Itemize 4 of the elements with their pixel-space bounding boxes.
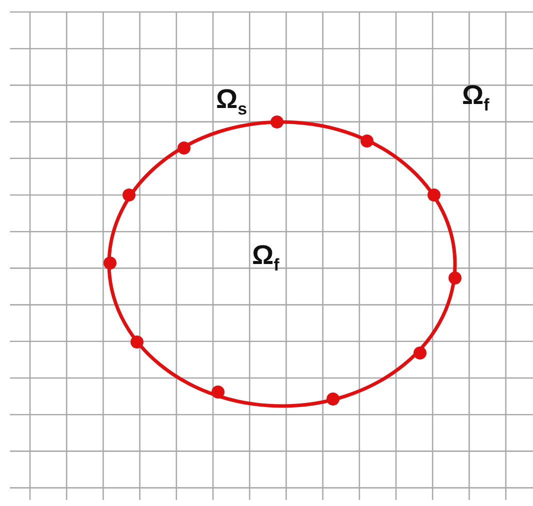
domain-label: Ω$_{f}$: [252, 242, 280, 274]
boundary-label: Ω$_{s}$: [216, 86, 248, 118]
boundary-ellipse: [107, 120, 457, 408]
domain-label: Ω$_{f}$: [462, 82, 490, 114]
